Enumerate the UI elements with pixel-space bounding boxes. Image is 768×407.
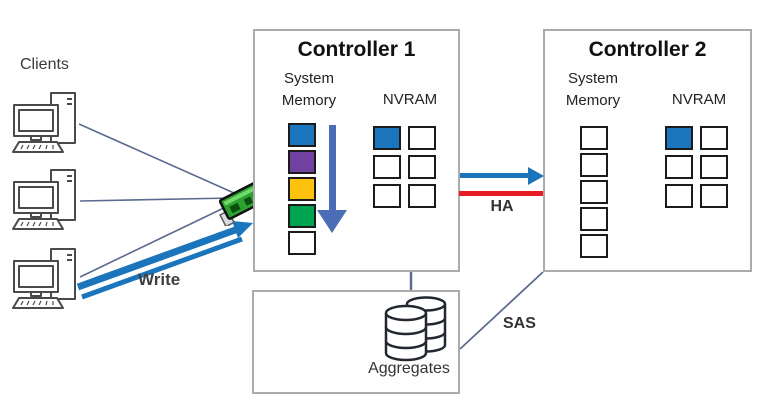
controller-1-box: Controller 1 System Memory NVRAM — [253, 29, 460, 272]
memory-cell — [288, 204, 316, 228]
memory-cell — [665, 155, 693, 179]
nvram-grid — [373, 126, 436, 208]
memory-cell — [700, 184, 728, 208]
memory-cell — [288, 123, 316, 147]
system-memory-label: System Memory — [281, 70, 337, 109]
aggregates-box: Aggregates — [252, 290, 460, 394]
memory-cell — [373, 126, 401, 150]
write-arrow-line-2 — [81, 236, 243, 300]
aggregates-label: Aggregates — [368, 360, 450, 377]
client1-to-nic-line — [78, 123, 235, 194]
controller-2-box: Controller 2 System Memory NVRAM — [543, 29, 752, 272]
client-computer-icon — [12, 92, 76, 153]
write-arrow-head — [232, 221, 253, 238]
nvram-label: NVRAM — [671, 91, 727, 108]
memory-cell — [700, 155, 728, 179]
memory-cell — [580, 234, 608, 258]
memory-cell — [580, 180, 608, 204]
memory-flow-arrow-head — [317, 210, 347, 233]
memory-cell — [373, 155, 401, 179]
memory-cell — [408, 126, 436, 150]
sas-line — [459, 271, 544, 350]
memory-cell — [408, 155, 436, 179]
memory-flow-arrow — [329, 125, 336, 210]
clients-label: Clients — [20, 56, 69, 73]
memory-cell — [288, 177, 316, 201]
memory-cell — [580, 126, 608, 150]
ha-red-link — [459, 191, 543, 196]
write-label: Write — [138, 270, 181, 289]
memory-cell — [408, 184, 436, 208]
write-arrow-line-1 — [76, 225, 240, 291]
nvram-label: NVRAM — [382, 91, 438, 108]
client-computer-icon — [12, 169, 76, 230]
memory-cell — [373, 184, 401, 208]
system-memory-stack — [288, 123, 316, 255]
controller-1-title: Controller 1 — [297, 38, 416, 61]
memory-cell — [580, 153, 608, 177]
database-icon — [384, 296, 447, 362]
sas-label: SAS — [503, 315, 536, 332]
ha-blue-arrow — [460, 173, 529, 178]
memory-cell — [700, 126, 728, 150]
memory-cell — [288, 150, 316, 174]
ha-label: HA — [490, 198, 514, 215]
memory-cell — [665, 184, 693, 208]
client2-to-nic-line — [79, 197, 233, 202]
client3-to-nic-line — [79, 204, 231, 278]
ha-blue-arrow-head — [528, 167, 544, 185]
memory-cell — [288, 231, 316, 255]
nvram-grid — [665, 126, 728, 208]
system-memory-label: System Memory — [565, 70, 621, 109]
memory-cell — [665, 126, 693, 150]
controller-2-title: Controller 2 — [588, 38, 707, 61]
client-computer-icon — [12, 248, 76, 309]
system-memory-stack — [580, 126, 608, 258]
memory-cell — [580, 207, 608, 231]
